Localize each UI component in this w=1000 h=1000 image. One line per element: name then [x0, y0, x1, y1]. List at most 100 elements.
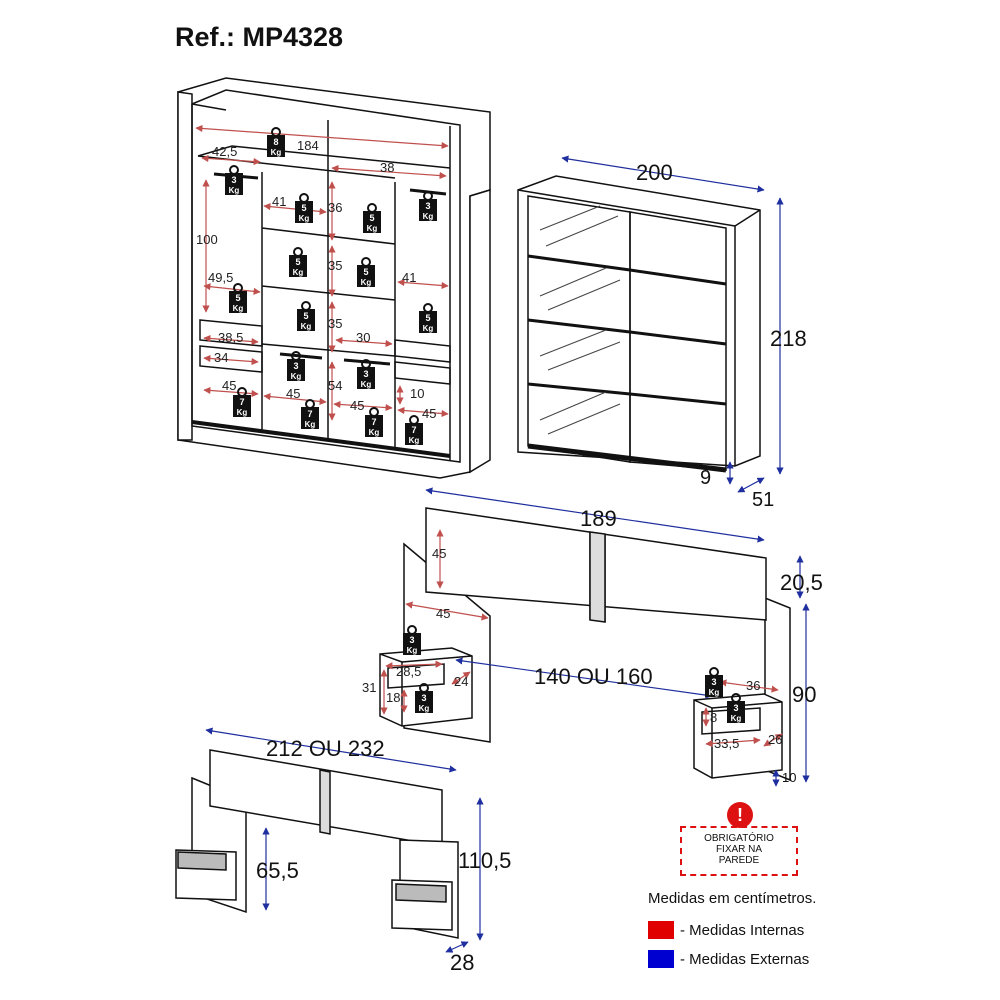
weight-value: 5	[235, 293, 240, 303]
legend-caption: Medidas em centímetros.	[648, 890, 817, 907]
weight-unit: Kg	[233, 304, 244, 313]
weight-value: 3	[363, 369, 368, 379]
weight-badge: 5Kg	[419, 303, 437, 333]
weight-unit: Kg	[293, 268, 304, 277]
weight-value: 7	[411, 425, 416, 435]
weight-icon	[297, 309, 315, 331]
weight-value: 3	[231, 175, 236, 185]
legend-row-external: - Medidas Externas	[648, 948, 848, 970]
dim-36-nightstand: 36	[746, 678, 760, 693]
weight-unit: Kg	[361, 278, 372, 287]
weight-unit: Kg	[409, 436, 420, 445]
weight-badge: 7Kg	[365, 407, 383, 437]
dim-100: 100	[196, 232, 218, 247]
dim-35-upper: 35	[328, 258, 342, 273]
legend: Medidas em centímetros. - Medidas Intern…	[648, 890, 848, 977]
weight-icon	[357, 367, 375, 389]
weight-value: 7	[307, 409, 312, 419]
weight-unit: Kg	[369, 428, 380, 437]
warning-line-3: PAREDE	[718, 855, 760, 866]
dim-9: 9	[700, 467, 711, 489]
dim-28-5: 28,5	[396, 664, 421, 679]
weight-unit: Kg	[237, 408, 248, 417]
weight-value: 5	[301, 203, 306, 213]
weight-value: 7	[239, 397, 244, 407]
internal-dimension-labels: 184 42,5 38 100 41 36 35 49,5 41 35 38,5…	[196, 138, 782, 751]
dim-90: 90	[792, 682, 816, 707]
legend-label-internal: - Medidas Internas	[680, 921, 805, 939]
weight-badge: 5Kg	[229, 283, 247, 313]
dim-45-a: 45	[222, 378, 236, 393]
weight-unit: Kg	[361, 380, 372, 389]
weight-value: 5	[363, 267, 368, 277]
dim-140-ou-160: 140 OU 160	[534, 664, 653, 689]
weight-icon	[301, 407, 319, 429]
weight-badge: 3Kg	[357, 359, 375, 389]
weight-badge: 5Kg	[357, 257, 375, 287]
dim-34: 34	[214, 350, 228, 365]
dim-200: 200	[636, 160, 673, 185]
dim-30: 30	[356, 330, 370, 345]
dim-10-base: 10	[782, 770, 796, 785]
weight-unit: Kg	[407, 646, 418, 655]
weight-unit: Kg	[301, 322, 312, 331]
weight-icon	[295, 201, 313, 223]
dim-218: 218	[770, 326, 807, 351]
dim-54: 54	[328, 378, 342, 393]
legend-swatch-internal	[648, 921, 674, 939]
external-dimension-labels: 200 218 9 51 189 20,5 140 OU 160 90 10 2…	[256, 160, 823, 975]
dim-184: 184	[297, 138, 319, 153]
weight-badge: 7Kg	[405, 415, 423, 445]
legend-label-external: - Medidas Externas	[680, 950, 810, 968]
dim-41-right: 41	[402, 270, 416, 285]
weight-unit: Kg	[419, 704, 430, 713]
weight-value: 3	[409, 635, 414, 645]
weight-unit: Kg	[423, 212, 434, 221]
weight-icon	[365, 415, 383, 437]
weight-unit: Kg	[291, 372, 302, 381]
weight-icon	[287, 359, 305, 381]
dim-212-ou-232: 212 OU 232	[266, 736, 385, 761]
legend-row-internal: - Medidas Internas	[648, 919, 848, 941]
dim-28: 28	[450, 950, 474, 975]
weight-badge: 7Kg	[301, 399, 319, 429]
weight-value: 3	[425, 201, 430, 211]
dim-45-c: 45	[350, 398, 364, 413]
warning-line-1: OBRIGATÓRIO	[704, 833, 774, 844]
weight-unit: Kg	[305, 420, 316, 429]
weight-icon	[727, 701, 745, 723]
weight-badge: 5Kg	[297, 301, 315, 331]
weight-unit: Kg	[271, 148, 282, 157]
weight-badge: 3Kg	[727, 693, 745, 723]
warning-line-2: FIXAR NA	[715, 844, 763, 855]
weight-icon	[403, 633, 421, 655]
weight-value: 3	[711, 677, 716, 687]
dim-45-head-vertical: 45	[432, 546, 446, 561]
headboard-panel-small-view	[175, 749, 459, 939]
weight-icon	[419, 311, 437, 333]
weight-value: 3	[293, 361, 298, 371]
weight-badge: 5Kg	[363, 203, 381, 233]
weight-icon	[233, 395, 251, 417]
weight-badge: 8Kg	[267, 127, 285, 157]
weight-badge: 3Kg	[419, 191, 437, 221]
external-dimension-lines	[205, 155, 810, 953]
dim-36: 36	[328, 200, 342, 215]
weight-value: 5	[425, 313, 430, 323]
weight-badge: 5Kg	[289, 247, 307, 277]
weight-icon	[363, 211, 381, 233]
warning-box: OBRIGATÓRIO FIXAR NA PAREDE	[680, 826, 798, 876]
dim-51: 51	[752, 489, 774, 511]
dim-8: 8	[710, 710, 717, 725]
weight-badge: 7Kg	[233, 387, 251, 417]
weight-icon	[229, 291, 247, 313]
weight-unit: Kg	[423, 324, 434, 333]
dim-45-d: 45	[422, 406, 436, 421]
weight-badge: 5Kg	[295, 193, 313, 223]
dim-38-5: 38,5	[218, 330, 243, 345]
weight-ring-icon	[709, 667, 719, 677]
weight-icon	[267, 135, 285, 157]
